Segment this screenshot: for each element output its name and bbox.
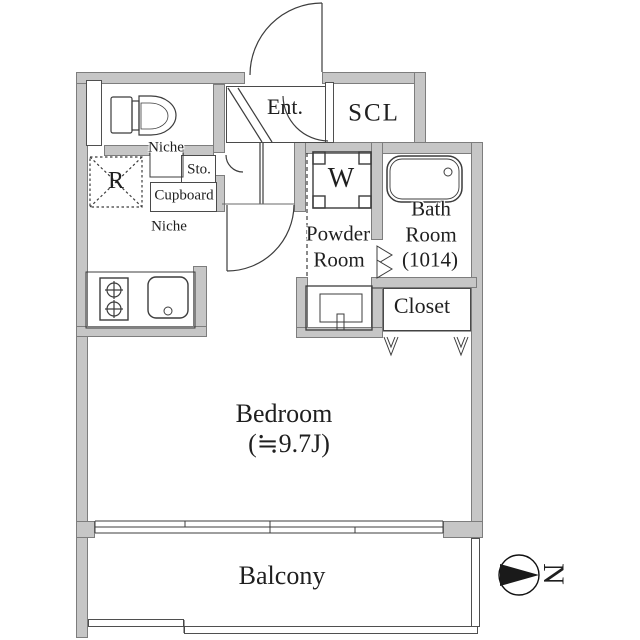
wall-toilet-bottom-a	[104, 145, 150, 156]
label-closet: Closet	[393, 293, 451, 318]
wall-top-left	[76, 72, 245, 84]
wall-corner-bottom-right	[443, 521, 483, 538]
wall-right	[471, 142, 483, 538]
cupboard-box	[150, 182, 217, 212]
label-bath-line1: Bath	[411, 196, 451, 221]
label-balcony: Balcony	[238, 561, 326, 590]
wall-left	[76, 72, 88, 638]
balcony-right-rail	[471, 538, 480, 627]
label-bedroom: Bedroom	[235, 399, 333, 428]
label-bath-size: (1014)	[402, 247, 458, 272]
wall-window-left-stub	[76, 521, 95, 538]
label-powder-room-line1: Powder	[305, 221, 371, 246]
storage-door-arc	[225, 154, 244, 173]
wall-closet-left	[371, 288, 383, 332]
wall-hall-powder	[294, 142, 306, 212]
wall-toilet-right-upper	[213, 84, 225, 153]
balcony-bottom-rail-right	[184, 626, 478, 634]
wall-powder-bottom	[296, 327, 383, 338]
label-scl: SCL	[348, 99, 400, 127]
wall-powder-bath	[371, 142, 383, 240]
bathtub	[386, 155, 463, 203]
label-north: N	[537, 563, 570, 585]
north-compass	[498, 554, 540, 596]
wall-top-right	[322, 72, 426, 84]
closet-folding-doors	[383, 330, 471, 357]
bedroom-door	[222, 203, 295, 272]
label-niche-bottom: Niche	[151, 218, 187, 235]
bath-folding-door	[376, 245, 393, 279]
wall-scl-left-thin	[325, 82, 334, 143]
entrance-door-swing	[249, 2, 323, 76]
wall-service-top	[294, 142, 483, 154]
label-bedroom-size: (≒9.7J)	[248, 429, 330, 458]
label-washer: W	[327, 163, 355, 194]
balcony-bottom-rail-left	[88, 619, 184, 627]
kitchen-counter	[85, 271, 196, 329]
label-cupboard: Cupboard	[154, 187, 214, 204]
wall-bath-bottom	[371, 277, 477, 288]
wall-kitchen-bottom	[76, 326, 207, 337]
balcony-window	[94, 520, 444, 534]
washbasin	[305, 285, 373, 331]
label-bath-line2: Room	[405, 222, 457, 247]
toilet-fixture	[110, 95, 177, 136]
pipe-shaft	[86, 80, 102, 146]
label-niche-top: Niche	[148, 139, 184, 156]
label-powder-room-line2: Room	[313, 247, 365, 272]
label-refrigerator: R	[107, 168, 125, 194]
label-storage: Sto.	[187, 161, 211, 178]
label-entrance: Ent.	[266, 94, 304, 119]
